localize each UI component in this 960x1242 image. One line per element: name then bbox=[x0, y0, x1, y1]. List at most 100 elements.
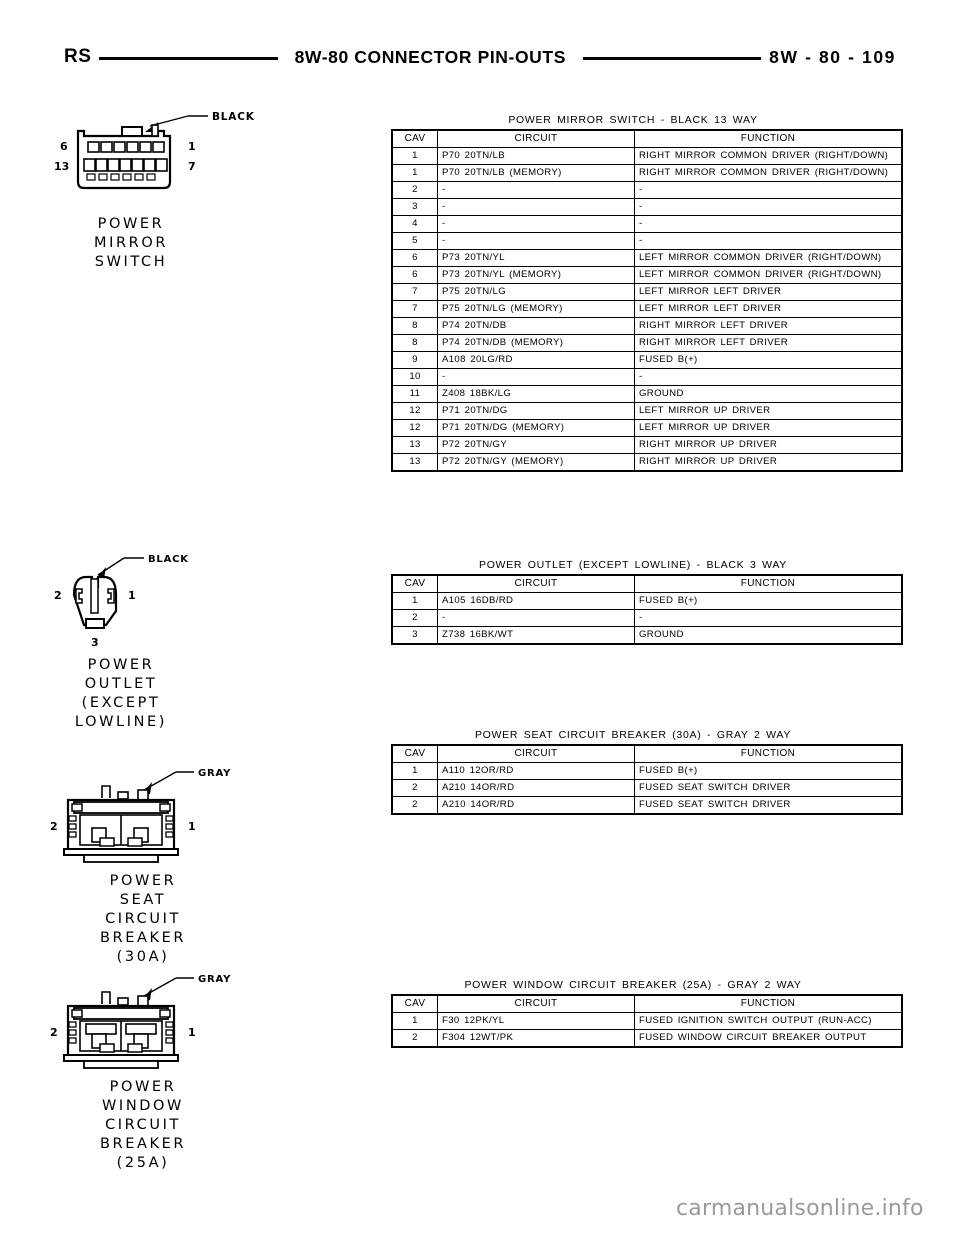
connector-name-line: CIRCUIT bbox=[105, 911, 181, 927]
cell-circuit: P71 20TN/DG bbox=[437, 402, 635, 420]
page-number-label: 8W - 80 - 109 bbox=[769, 46, 896, 67]
table-header-row: CAV CIRCUIT FUNCTION bbox=[391, 744, 903, 763]
cell-function: - bbox=[634, 609, 903, 627]
power-window-circuit-breaker-connector-graphic: GRAY 2 1 bbox=[50, 974, 231, 1069]
header-rule-left bbox=[99, 56, 278, 60]
cell-cav: 8 bbox=[391, 334, 438, 352]
page-title: 8W-80 CONNECTOR PIN-OUTS bbox=[294, 46, 566, 67]
pin-label-right: 1 bbox=[188, 1026, 196, 1039]
cell-circuit: P73 20TN/YL bbox=[437, 249, 635, 267]
cell-circuit: P75 20TN/LG bbox=[437, 283, 635, 301]
connector-diagram-power-seat-circuit-breaker: GRAY 2 1 P bbox=[36, 760, 236, 967]
table-row: 5-- bbox=[391, 232, 903, 250]
cell-function: FUSED IGNITION SWITCH OUTPUT (RUN-ACC) bbox=[634, 1012, 903, 1030]
table-header-row: CAV CIRCUIT FUNCTION bbox=[391, 994, 903, 1013]
cell-function: RIGHT MIRROR UP DRIVER bbox=[634, 453, 903, 472]
connector-name-line: POWER bbox=[109, 1079, 177, 1095]
header-rule-right bbox=[582, 56, 762, 60]
cell-cav: 2 bbox=[391, 779, 438, 797]
cell-circuit: - bbox=[437, 215, 635, 233]
cell-cav: 12 bbox=[391, 419, 438, 437]
connector-diagram-power-outlet: BLACK 2 1 3 POWER OUTLET (EXCEPT LOWLINE… bbox=[36, 549, 236, 732]
pin-label-right: 1 bbox=[128, 589, 136, 602]
pin-label-left: 2 bbox=[50, 1026, 58, 1039]
connector-diagram-power-mirror-switch: BLACK bbox=[40, 104, 270, 272]
cell-cav: 13 bbox=[391, 436, 438, 454]
connector-name-line: WINDOW bbox=[102, 1098, 184, 1114]
pinout-block-power-window-circuit-breaker: POWER WINDOW CIRCUIT BREAKER (25A) - GRA… bbox=[391, 979, 903, 1048]
cell-cav: 2 bbox=[391, 609, 438, 627]
cell-cav: 12 bbox=[391, 402, 438, 420]
cell-cav: 2 bbox=[391, 1029, 438, 1048]
cell-circuit: - bbox=[437, 198, 635, 216]
pinout-block-power-mirror-switch: POWER MIRROR SWITCH - BLACK 13 WAY CAV C… bbox=[391, 114, 903, 472]
cell-function: - bbox=[634, 368, 903, 386]
connector-name-line: (EXCEPT bbox=[81, 695, 161, 711]
cell-circuit: - bbox=[437, 232, 635, 250]
connector-name-line: (30A) bbox=[116, 949, 170, 965]
pin-label-bottom-left: 13 bbox=[54, 160, 69, 173]
cell-circuit: P71 20TN/DG (MEMORY) bbox=[437, 419, 635, 437]
pin-label-bottom: 3 bbox=[91, 636, 99, 649]
connector-name-power-seat-circuit-breaker: POWER SEAT CIRCUIT BREAKER (30A) bbox=[50, 872, 236, 967]
cell-cav: 1 bbox=[391, 762, 438, 780]
connector-name-line: OUTLET bbox=[84, 676, 158, 692]
cell-circuit: P74 20TN/DB (MEMORY) bbox=[437, 334, 635, 352]
table-row: 3-- bbox=[391, 198, 903, 216]
connector-name-line: POWER bbox=[87, 657, 155, 673]
connector-color-label: GRAY bbox=[198, 974, 231, 985]
cell-function: RIGHT MIRROR LEFT DRIVER bbox=[634, 317, 903, 335]
cell-function: RIGHT MIRROR COMMON DRIVER (RIGHT/DOWN) bbox=[634, 147, 903, 165]
connector-name-line: (25A) bbox=[116, 1155, 170, 1171]
connector-name-line: POWER bbox=[109, 873, 177, 889]
pinout-block-power-seat-circuit-breaker: POWER SEAT CIRCUIT BREAKER (30A) - GRAY … bbox=[391, 729, 903, 815]
cell-function: LEFT MIRROR LEFT DRIVER bbox=[634, 300, 903, 318]
cell-circuit: A210 14OR/RD bbox=[437, 796, 635, 815]
table-caption: POWER WINDOW CIRCUIT BREAKER (25A) - GRA… bbox=[464, 979, 802, 991]
cell-cav: 11 bbox=[391, 385, 438, 403]
cell-cav: 2 bbox=[391, 181, 438, 199]
cell-cav: 2 bbox=[391, 796, 438, 815]
cell-circuit: - bbox=[437, 609, 635, 627]
cell-function: GROUND bbox=[634, 626, 903, 645]
cell-circuit: F304 12WT/PK bbox=[437, 1029, 635, 1048]
manual-code-label: RS bbox=[64, 46, 92, 67]
cell-cav: 4 bbox=[391, 215, 438, 233]
cell-cav: 3 bbox=[391, 198, 438, 216]
cell-cav: 7 bbox=[391, 300, 438, 318]
cell-circuit: P70 20TN/LB (MEMORY) bbox=[437, 164, 635, 182]
connector-name-power-window-circuit-breaker: POWER WINDOW CIRCUIT BREAKER (25A) bbox=[50, 1078, 236, 1173]
cell-function: - bbox=[634, 198, 903, 216]
cell-cav: 7 bbox=[391, 283, 438, 301]
connector-name-line: SEAT bbox=[119, 892, 167, 908]
cell-function: - bbox=[634, 232, 903, 250]
cell-function: FUSED B(+) bbox=[634, 762, 903, 780]
column-header-cav: CAV bbox=[391, 994, 438, 1013]
cell-cav: 6 bbox=[391, 266, 438, 284]
cell-circuit: P75 20TN/LG (MEMORY) bbox=[437, 300, 635, 318]
cell-function: FUSED B(+) bbox=[634, 592, 903, 610]
pin-label-bottom-right: 7 bbox=[188, 160, 196, 173]
column-header-cav: CAV bbox=[391, 574, 438, 593]
pin-label-top-right: 1 bbox=[188, 140, 196, 153]
cell-cav: 3 bbox=[391, 626, 438, 645]
pin-label-left: 2 bbox=[54, 589, 62, 602]
column-header-cav: CAV bbox=[391, 744, 438, 763]
cell-circuit: P72 20TN/GY (MEMORY) bbox=[437, 453, 635, 472]
table-row: 4-- bbox=[391, 215, 903, 233]
cell-circuit: A110 12OR/RD bbox=[437, 762, 635, 780]
connector-name-line: BREAKER bbox=[99, 930, 187, 946]
